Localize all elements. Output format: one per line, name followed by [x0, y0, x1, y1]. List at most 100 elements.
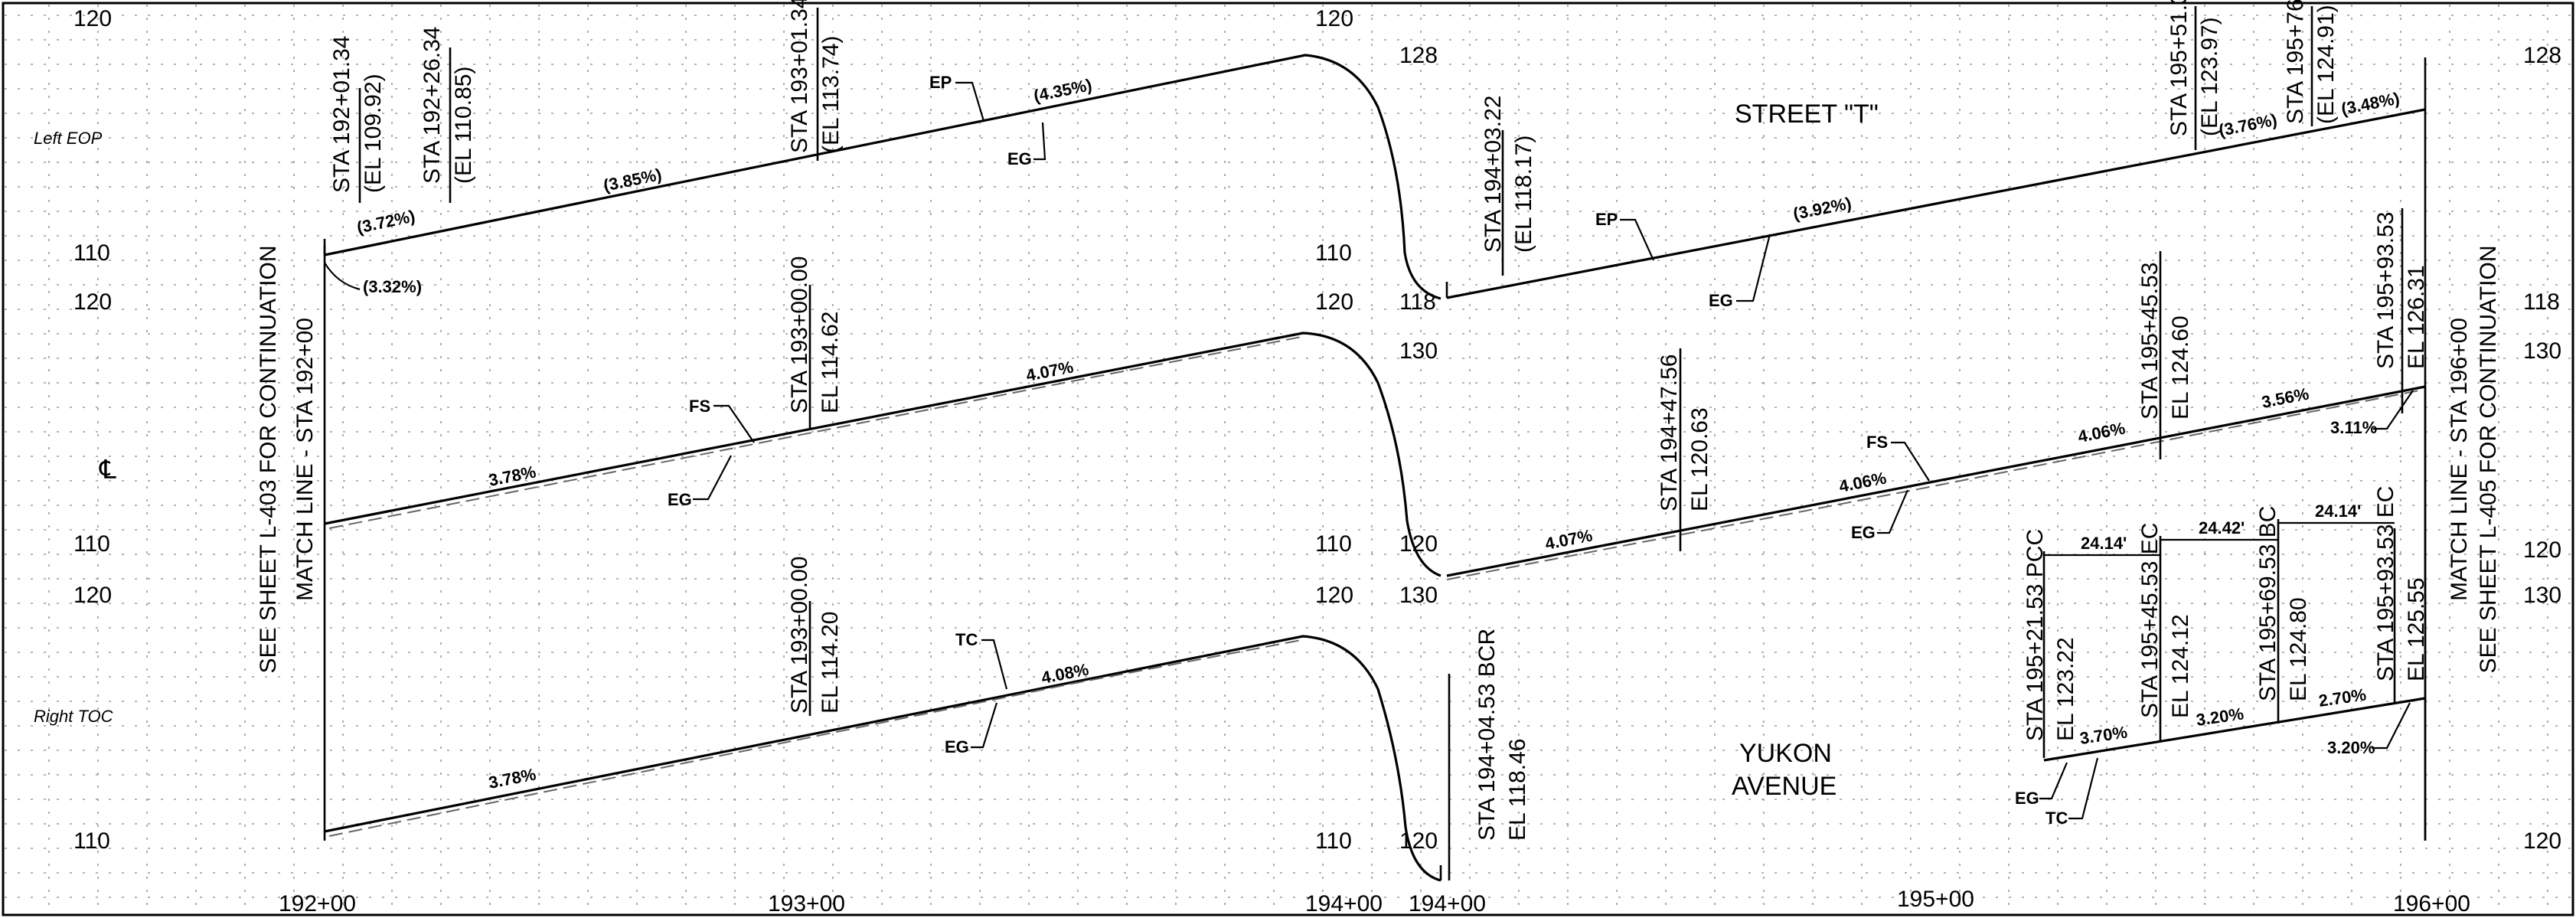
bot-left-profile-line	[324, 635, 1441, 882]
leader	[1736, 234, 1771, 302]
ep-label: EP	[1595, 210, 1618, 229]
ep-label: EP	[929, 73, 952, 92]
track-label-right: Right TOC	[34, 707, 113, 726]
station-text: STA 195+45.53	[2137, 263, 2163, 420]
elev-label: 110	[1315, 531, 1352, 557]
leader	[693, 455, 732, 501]
elev-label: 120	[2523, 537, 2561, 563]
leader	[1033, 122, 1046, 161]
leader	[713, 404, 755, 443]
grade-label: 3.56%	[2260, 384, 2310, 411]
station-text: STA 195+69.53 BC	[2255, 506, 2281, 701]
elev-label: 120	[2523, 828, 2561, 854]
leader	[955, 81, 985, 122]
match-line-text: MATCH LINE - STA 196+00	[2447, 318, 2472, 601]
station-text: STA 193+01.34	[787, 0, 812, 153]
eg-label: EG	[1709, 291, 1733, 310]
station-text: STA 194+47.56	[1657, 354, 1682, 511]
grade-label: (3.76%)	[2217, 110, 2278, 140]
leader	[2039, 762, 2068, 800]
tc-label: TC	[2045, 809, 2068, 828]
station-text: STA 192+26.34	[420, 27, 445, 184]
grade-label: 4.06%	[2076, 418, 2127, 446]
grade-label: (3.72%)	[355, 206, 417, 237]
station-label: 194+00	[1305, 891, 1383, 916]
elev-text: EL 125.55	[2404, 577, 2429, 681]
elev-label: 120	[1399, 531, 1438, 557]
eg-label: EG	[2015, 789, 2039, 808]
tc-label: TC	[955, 630, 978, 649]
station-axis: 192+00 193+00 194+00 194+00 195+00 196+0…	[279, 887, 2470, 916]
match-line-left: MATCH LINE - STA 192+00 SEE SHEET L-403 …	[256, 246, 318, 674]
mid-right-profile-line	[1446, 385, 2426, 577]
elev-label: 120	[73, 289, 112, 315]
elev-label: 130	[2523, 583, 2561, 608]
dimension-label: 24.14'	[2081, 534, 2127, 553]
leader	[981, 639, 1008, 690]
mid-right-elevation-axis: 128 118 130 120 130 120	[1399, 43, 1438, 854]
station-text: STA 194+04.53 BCR	[1474, 629, 1500, 841]
eg-label: EG	[945, 737, 969, 756]
dimension-label: 24.42'	[2199, 518, 2245, 537]
leader	[2372, 702, 2411, 750]
eg-label: EG	[668, 490, 692, 509]
fs-label: FS	[689, 397, 710, 416]
middle-profile: STA 193+00.00 EL 114.62 3.78% 4.07% FS E…	[324, 208, 2429, 841]
grade-label: 3.20%	[2195, 704, 2245, 730]
elev-text: (EL 110.85)	[451, 67, 476, 184]
grade-label: (3.48%)	[2339, 89, 2401, 119]
elev-text: EL 126.31	[2404, 265, 2429, 369]
grade-label: 3.70%	[2078, 723, 2128, 748]
grade-label: 3.78%	[487, 764, 537, 792]
station-label: 195+00	[1897, 887, 1974, 912]
elev-label: 118	[2523, 289, 2560, 315]
station-text: STA 195+93.53	[2373, 212, 2398, 369]
station-text: STA 192+01.34	[329, 36, 354, 193]
station-text: STA 195+51.34	[2166, 0, 2192, 136]
elev-text: (EL 109.92)	[361, 74, 386, 193]
right-elevation-axis: 128 118 130 120 130 120	[2523, 43, 2561, 854]
mid-left-existing-ground	[328, 336, 1302, 529]
elev-label: 130	[1399, 583, 1438, 608]
station-text: STA 195+45.53 EC	[2137, 523, 2163, 718]
leader	[324, 262, 361, 291]
grade-label: 2.70%	[2317, 685, 2367, 711]
station-label: 193+00	[768, 891, 845, 916]
elev-text: EL 114.20	[818, 612, 843, 714]
elev-label: 128	[2523, 43, 2561, 68]
elev-text: EL 124.12	[2168, 614, 2193, 718]
track-label-center: ℄	[99, 456, 116, 485]
station-label: 194+00	[1409, 891, 1486, 916]
leader	[1620, 218, 1655, 261]
grade-label: 3.20%	[2327, 738, 2375, 757]
elev-text: EL 114.62	[818, 312, 843, 413]
match-line-text: MATCH LINE - STA 192+00	[292, 318, 318, 601]
elev-text: (EL 113.74)	[818, 36, 844, 153]
station-label: 192+00	[279, 891, 356, 916]
elev-text: EL 120.63	[1687, 407, 1712, 511]
elev-label: 130	[2523, 338, 2561, 364]
eg-label: EG	[1007, 149, 1032, 168]
mid-left-elevation-axis: 120 110 120 110 120 110	[1315, 6, 1353, 854]
elev-text: EL 118.46	[1505, 739, 1530, 841]
track-label-left: Left EOP	[34, 129, 103, 148]
elev-label: 110	[73, 531, 110, 557]
dimension-label: 24.14'	[2315, 501, 2361, 521]
top-right-profile-line	[1446, 108, 2426, 299]
bot-left-existing-ground	[328, 639, 1302, 837]
elev-text: (EL 124.91)	[2313, 5, 2339, 124]
bottom-profile: STA 193+00.00 EL 114.20 3.78% 4.08% TC E…	[324, 486, 2429, 882]
grade-label: (3.85%)	[602, 165, 663, 195]
station-text: STA 194+03.22	[1481, 96, 1506, 253]
station-text: STA 195+21.53 PCC	[2023, 529, 2048, 741]
elev-label: 120	[1399, 828, 1438, 854]
eg-label: EG	[1851, 523, 1876, 542]
station-text: STA 193+00.00	[787, 557, 812, 714]
elev-text: (EL 123.97)	[2197, 17, 2222, 136]
elev-text: EL 124.80	[2286, 597, 2311, 701]
station-text: STA 195+76.34	[2283, 0, 2308, 124]
continuation-text: SEE SHEET L-405 FOR CONTINUATION	[2476, 246, 2501, 674]
grade-label: 3.11%	[2330, 418, 2377, 437]
